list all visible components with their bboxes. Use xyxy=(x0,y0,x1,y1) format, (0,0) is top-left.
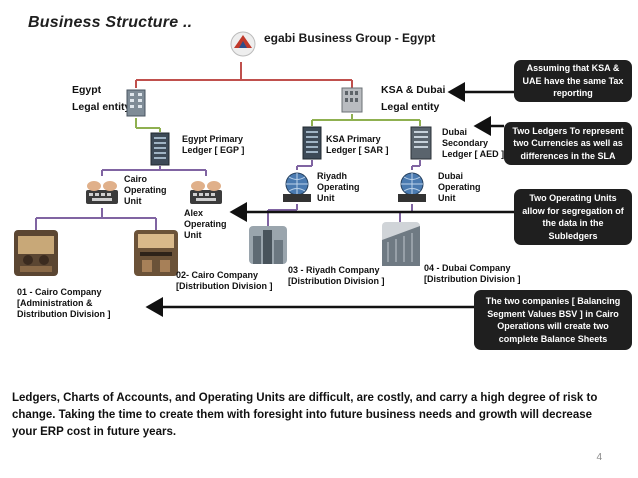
city-photo-icon xyxy=(249,226,287,264)
ledger-ksa-line-1: KSA Primary xyxy=(326,134,381,144)
egabi-logo-icon xyxy=(230,31,256,57)
callout-arrows xyxy=(145,82,514,317)
callout-ledgers: Two Ledgers To represent two Currencies … xyxy=(504,122,632,165)
egypt-entity-type: Legal entity xyxy=(72,101,131,113)
ou-riyadh-line-1: Riyadh xyxy=(317,171,348,181)
server-icon xyxy=(410,126,432,160)
callout-ou-text: Two Operating Units allow for segregatio… xyxy=(522,193,624,241)
building-icon xyxy=(341,87,363,113)
callout-tax-text: Assuming that KSA & UAE have the same Ta… xyxy=(522,63,624,99)
ledger-ksa-label: KSA Primary Ledger [ SAR ] xyxy=(326,134,389,156)
ledger-egypt-label: Egypt Primary Ledger [ EGP ] xyxy=(182,134,244,156)
company-04-line-2: [Distribution Division ] xyxy=(424,274,521,284)
building-icon xyxy=(126,89,146,117)
company-02-line-1: 02- Cairo Company xyxy=(176,270,259,280)
egypt-entity-label: Egypt Legal entity xyxy=(72,82,130,116)
ksa-entity-label: KSA & Dubai Legal entity xyxy=(381,82,445,116)
company-02-label: 02- Cairo Company [Distribution Division… xyxy=(176,270,273,292)
ksa-entity-type: Legal entity xyxy=(381,101,440,113)
ou-cairo-line-3: Unit xyxy=(124,196,142,206)
ou-riyadh-label: Riyadh Operating Unit xyxy=(317,171,360,204)
company-01-line-3: Distribution Division ] xyxy=(17,309,111,319)
ou-dubai-line-2: Operating xyxy=(438,182,481,192)
ledger-egypt-line-1: Egypt Primary xyxy=(182,134,244,144)
city-photo-icon xyxy=(382,222,420,266)
globe-keyboard-icon xyxy=(398,172,426,202)
ou-cairo-line-2: Operating xyxy=(124,185,167,195)
page-title: Business Structure .. xyxy=(28,14,193,31)
page-number: 4 xyxy=(596,452,602,463)
company-04-label: 04 - Dubai Company [Distribution Divisio… xyxy=(424,263,521,285)
ou-riyadh-line-3: Unit xyxy=(317,193,335,203)
company-03-label: 03 - Riyadh Company [Distribution Divisi… xyxy=(288,265,385,287)
group-connector xyxy=(135,62,353,88)
ledger-dubai-label: Dubai Secondary Ledger [ AED ] xyxy=(442,127,504,160)
group-name-text: egabi Business Group - Egypt xyxy=(264,31,436,45)
ou-dubai-label: Dubai Operating Unit xyxy=(438,171,481,204)
ledger-dubai-line-2: Secondary xyxy=(442,138,489,148)
server-icon xyxy=(150,132,170,166)
ledger-dubai-line-3: Ledger [ AED ] xyxy=(442,149,505,159)
office-photo-icon xyxy=(14,230,58,276)
summary-text: Ledgers, Charts of Accounts, and Operati… xyxy=(12,392,598,438)
company-01-line-2: [Administration & xyxy=(17,298,93,308)
ou-alex-line-1: Alex xyxy=(184,208,204,218)
server-icon xyxy=(302,126,322,160)
ou-connector xyxy=(35,160,421,230)
ou-riyadh-line-2: Operating xyxy=(317,182,360,192)
ou-dubai-line-1: Dubai xyxy=(438,171,464,181)
company-03-line-1: 03 - Riyadh Company xyxy=(288,265,380,275)
globe-keyboard-icon xyxy=(283,172,311,202)
ou-cairo-line-1: Cairo xyxy=(124,174,148,184)
ou-cairo-label: Cairo Operating Unit xyxy=(124,174,167,207)
ledger-dubai-line-1: Dubai xyxy=(442,127,468,137)
company-01-line-1: 01 - Cairo Company xyxy=(17,287,102,297)
keyboard-hands-icon xyxy=(86,181,118,204)
ledger-ksa-line-2: Ledger [ SAR ] xyxy=(326,145,389,155)
callout-ledgers-text: Two Ledgers To represent two Currencies … xyxy=(512,125,624,161)
company-02-line-2: [Distribution Division ] xyxy=(176,281,273,291)
ksa-entity-name: KSA & Dubai xyxy=(381,84,446,96)
callout-tax: Assuming that KSA & UAE have the same Ta… xyxy=(514,60,632,102)
company-04-line-1: 04 - Dubai Company xyxy=(424,263,511,273)
ou-alex-label: Alex Operating Unit xyxy=(184,208,227,241)
ledger-connector xyxy=(135,114,421,132)
group-name: egabi Business Group - Egypt xyxy=(264,31,435,46)
company-01-label: 01 - Cairo Company [Administration & Dis… xyxy=(17,287,111,320)
ou-alex-line-2: Operating xyxy=(184,219,227,229)
keyboard-hands-icon xyxy=(190,181,222,204)
ou-alex-line-3: Unit xyxy=(184,230,202,240)
ledger-egypt-line-2: Ledger [ EGP ] xyxy=(182,145,245,155)
company-03-line-2: [Distribution Division ] xyxy=(288,276,385,286)
callout-bsv-text: The two companies [ Balancing Segment Va… xyxy=(485,296,621,344)
ou-dubai-line-3: Unit xyxy=(438,193,456,203)
office-photo-icon xyxy=(134,230,178,276)
callout-operating-units: Two Operating Units allow for segregatio… xyxy=(514,189,632,245)
egypt-entity-name: Egypt xyxy=(72,84,102,96)
callout-bsv: The two companies [ Balancing Segment Va… xyxy=(474,290,632,350)
